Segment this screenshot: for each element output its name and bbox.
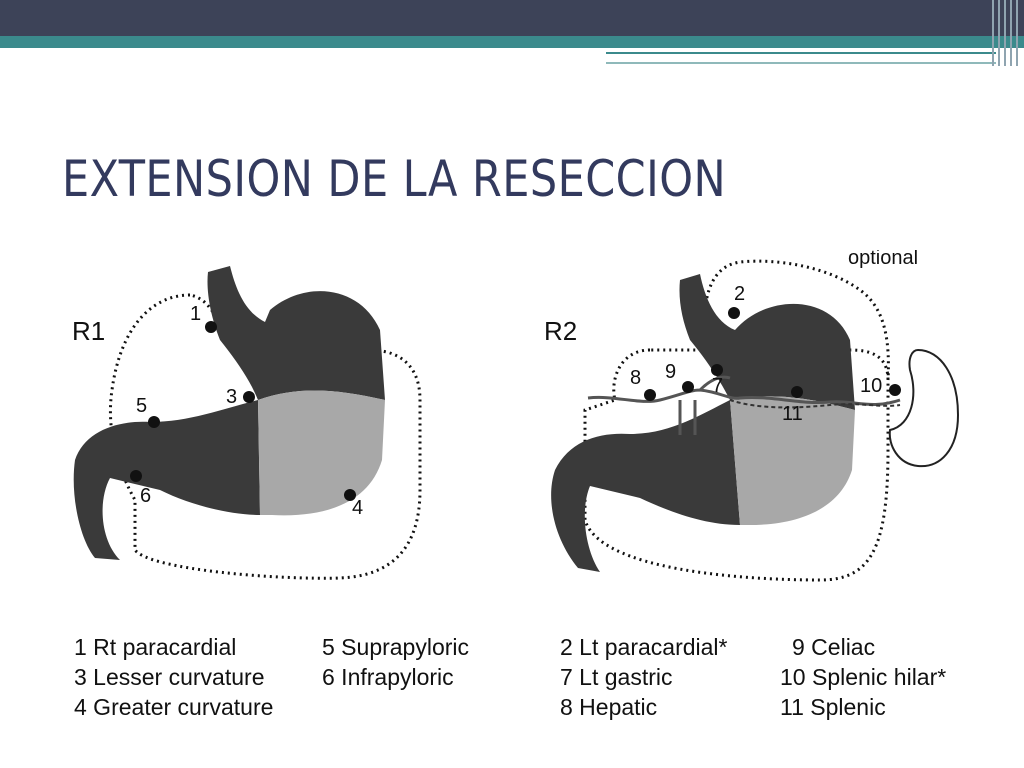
- r1-node-3: 3: [226, 386, 255, 408]
- header-stripes: [990, 0, 1024, 66]
- r2-node-9: 9: [665, 361, 694, 393]
- r2-spleen: [888, 348, 960, 468]
- r1-node-4: 4: [344, 489, 363, 519]
- lymph-node-diagram: 1 3 5 6 4 R1 optional 2 8: [40, 250, 1000, 730]
- header-rule: [0, 52, 600, 54]
- legend-item: 1 Rt paracardial: [74, 634, 237, 660]
- r2-node-10: 10: [860, 375, 901, 397]
- legend-item: 2 Lt paracardial*: [560, 634, 728, 660]
- header-rule-right: [606, 52, 996, 54]
- r2-node-10-label: 10: [860, 375, 882, 397]
- r1-label: R1: [72, 316, 105, 346]
- r2-optional-note: optional: [848, 250, 918, 269]
- r2-optional-boundary: [703, 259, 890, 381]
- diagram-svg: 1 3 5 6 4 R1 optional 2 8: [72, 250, 960, 582]
- legend-item: 4 Greater curvature: [74, 694, 274, 720]
- r2-node-9-label: 9: [665, 361, 676, 383]
- r1-antrum-dark: [73, 400, 261, 560]
- legend-item: 8 Hepatic: [560, 694, 658, 720]
- r1-legend-col1: 1 Rt paracardial 3 Lesser curvature 4 Gr…: [74, 632, 273, 722]
- r2-vessel-dashed: [729, 399, 901, 409]
- r1-node-3-label: 3: [226, 386, 237, 408]
- r1-stomach-dark: [207, 266, 385, 400]
- slide-title: EXTENSION DE LA RESECCION: [62, 150, 727, 208]
- r1-node-4-label: 4: [352, 497, 363, 519]
- r2-node-7: 7: [711, 364, 723, 397]
- r2-node-2: 2: [728, 283, 745, 319]
- legend-item: 3 Lesser curvature: [74, 664, 265, 690]
- r1-node-5: 5: [136, 395, 160, 428]
- legend-item: 7 Lt gastric: [560, 664, 673, 690]
- r2-vessels: [587, 375, 901, 435]
- r1-node-1: 1: [190, 303, 217, 333]
- r1-legend-col2: 5 Suprapyloric 6 Infrapyloric: [322, 632, 469, 692]
- r2-node-2-label: 2: [734, 283, 745, 305]
- legend-item: 10 Splenic hilar*: [780, 664, 947, 690]
- r2-node-8-label: 8: [630, 367, 641, 389]
- legend-item: 6 Infrapyloric: [322, 664, 454, 690]
- r2-diagram: optional 2 8 9 7 10 11 R2: [544, 250, 960, 582]
- r2-node-7-label: 7: [712, 375, 723, 397]
- r1-tumor-region: [258, 390, 385, 516]
- r2-label: R2: [544, 316, 577, 346]
- r2-node-11: 11: [782, 386, 803, 425]
- r2-node-8: 8: [630, 367, 656, 401]
- r1-diagram: 1 3 5 6 4 R1: [72, 266, 422, 580]
- legend-item: 11 Splenic: [780, 694, 886, 720]
- header-bar: [0, 0, 1024, 36]
- r2-legend-col1: 2 Lt paracardial* 7 Lt gastric 8 Hepatic: [560, 632, 728, 722]
- header-accent-bar: [0, 36, 1024, 48]
- r2-antrum-dark: [551, 400, 740, 572]
- legend-item: 5 Suprapyloric: [322, 634, 470, 660]
- r1-node-5-label: 5: [136, 395, 147, 417]
- r2-tumor-region: [730, 396, 855, 526]
- r1-node-6: 6: [130, 470, 151, 507]
- r2-legend-col2: 9 Celiac 10 Splenic hilar* 11 Splenic: [780, 632, 946, 722]
- r2-node-11-label: 11: [782, 403, 803, 425]
- legend-item: 9 Celiac: [792, 634, 876, 660]
- r1-node-1-label: 1: [190, 303, 201, 325]
- header-rule-lower: [606, 62, 996, 64]
- r1-node-6-label: 6: [140, 485, 151, 507]
